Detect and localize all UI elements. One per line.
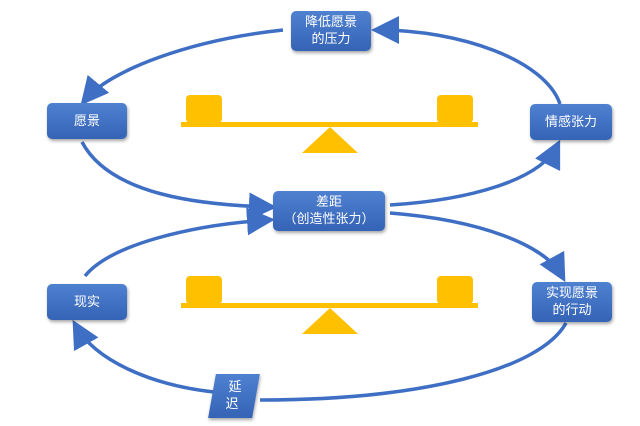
arrow-action-to-delay	[259, 322, 568, 402]
node-action-line2: 的行动	[552, 303, 592, 318]
balance-scale-icon	[181, 95, 478, 153]
node-reality-label: 现实	[73, 294, 100, 310]
arrow-vision-to-gap	[80, 141, 277, 221]
balance-scale-icon	[181, 276, 478, 334]
node-emotional-tension: 情感张力	[530, 104, 612, 140]
arrow-delay-to-reality	[72, 319, 215, 394]
fulcrum-triangle-icon	[302, 127, 358, 153]
node-gap-line2: （创造性张力）	[283, 212, 375, 227]
arrow-emotional-tension-to-pressure	[371, 16, 562, 105]
node-reality: 现实	[47, 284, 127, 320]
node-gap-line1: 差距	[315, 195, 342, 210]
node-action: 实现愿景 的行动	[532, 282, 612, 322]
arrow-gap-to-emotional-tension	[389, 139, 561, 207]
node-action-line1: 实现愿景	[545, 286, 598, 301]
node-gap: 差距 （创造性张力）	[273, 191, 385, 231]
arrow-pressure-to-vision	[80, 28, 284, 106]
arrow-reality-to-gap	[83, 207, 275, 278]
node-emotional-tension-label: 情感张力	[544, 114, 597, 130]
node-delay-line2: 迟	[225, 397, 240, 412]
node-pressure-line1: 降低愿景	[304, 15, 357, 30]
node-vision-label: 愿景	[73, 113, 100, 129]
node-pressure-line2: 的压力	[311, 32, 351, 47]
fulcrum-triangle-icon	[302, 308, 358, 334]
node-pressure: 降低愿景 的压力	[291, 11, 371, 51]
node-delay: 延 迟	[208, 374, 260, 418]
arrow-gap-to-action	[389, 211, 566, 283]
node-vision: 愿景	[47, 103, 127, 139]
node-delay-line1: 延	[228, 380, 242, 395]
